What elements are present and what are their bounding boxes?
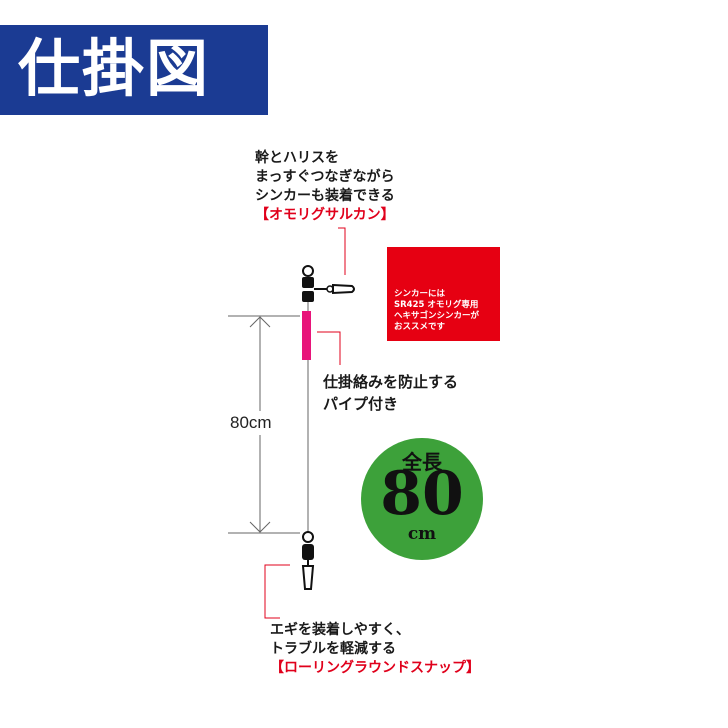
sinker-box-line: SR425 オモリグ専用 — [394, 300, 479, 310]
bottom-ring-icon — [302, 531, 314, 543]
top-note-line: 幹とハリスを — [255, 150, 339, 166]
total-length-label: 全長 — [402, 450, 442, 474]
sinker-box-line: ヘキサゴンシンカーが — [394, 311, 480, 321]
bottom-note-product: 【ローリングラウンドスナップ】 — [270, 660, 480, 676]
top-note-product: 【オモリグサルカン】 — [255, 207, 395, 223]
dimension-label: 80cm — [230, 411, 272, 435]
bottom-note-line: エギを装着しやすく、 — [270, 622, 410, 638]
top-note-line: まっすぐつなぎながら — [255, 169, 395, 185]
pipe-note: 仕掛絡みを防止する パイプ付き — [323, 371, 458, 415]
rolling-swivel-icon — [302, 544, 314, 560]
total-length-unit: cm — [407, 524, 437, 544]
title-banner: 仕掛図 — [0, 25, 268, 115]
snap-icon — [301, 565, 315, 590]
leader-top — [338, 227, 346, 275]
sinker-recommendation-box: シンカーには SR425 オモリグ専用 ヘキサゴンシンカーが おススメです — [387, 247, 500, 341]
sinker-box-line: おススメです — [394, 322, 446, 332]
dimension-arrow-down — [249, 521, 271, 533]
leader-pipe — [317, 331, 341, 365]
pipe-note-line: 仕掛絡みを防止する — [323, 373, 459, 391]
bottom-note: エギを装着しやすく、 トラブルを軽減する 【ローリングラウンドスナップ】 — [270, 621, 480, 678]
side-snap-icon — [332, 283, 355, 295]
pipe-icon — [302, 311, 311, 360]
total-length-badge: 全長 80 cm — [361, 438, 483, 560]
bottom-note-line: トラブルを軽減する — [270, 641, 396, 657]
pipe-note-line: パイプ付き — [323, 395, 399, 413]
swivel-barrel-icon — [302, 277, 314, 288]
top-note-line: シンカーも装着できる — [255, 188, 395, 204]
top-note: 幹とハリスを まっすぐつなぎながら シンカーも装着できる 【オモリグサルカン】 — [255, 149, 395, 225]
swivel-barrel-icon — [302, 291, 314, 302]
page-title: 仕掛図 — [18, 32, 211, 105]
sinker-box-line: シンカーには — [394, 289, 446, 299]
total-length-value: 80 — [380, 459, 464, 529]
dimension-arrow-up — [249, 316, 271, 328]
leader-bottom — [264, 564, 290, 619]
top-ring-icon — [302, 265, 314, 277]
